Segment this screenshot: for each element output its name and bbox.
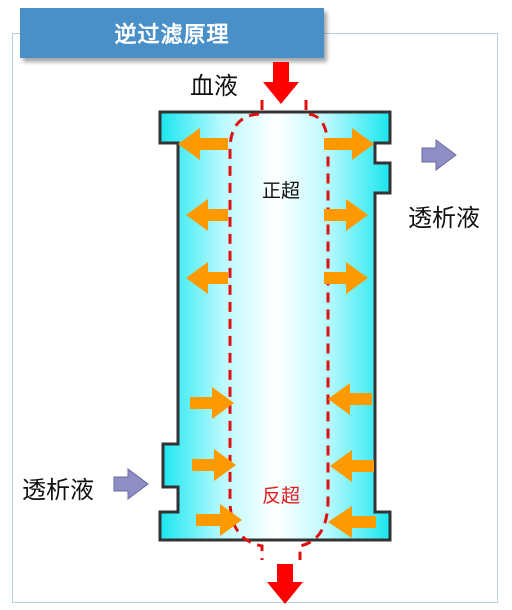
dialysate-out-label: 透析液 — [408, 204, 480, 232]
dialysate-in-label: 透析液 — [22, 476, 94, 504]
blood-outlet-arrow — [267, 564, 303, 604]
back-filtration-arrows — [190, 383, 376, 538]
diagram-title: 逆过滤原理 — [20, 8, 324, 58]
dialysate-out-arrow — [421, 139, 457, 171]
forward-ultrafiltration-arrows — [178, 128, 374, 294]
dialysate-in-arrow — [113, 468, 149, 500]
forward-ultrafiltration-label: 正超 — [262, 180, 301, 202]
blood-flow-path — [228, 100, 330, 560]
back-filtration-label: 反超 — [262, 485, 301, 507]
blood-label: 血液 — [190, 72, 238, 100]
blood-inlet-arrow — [263, 62, 299, 104]
